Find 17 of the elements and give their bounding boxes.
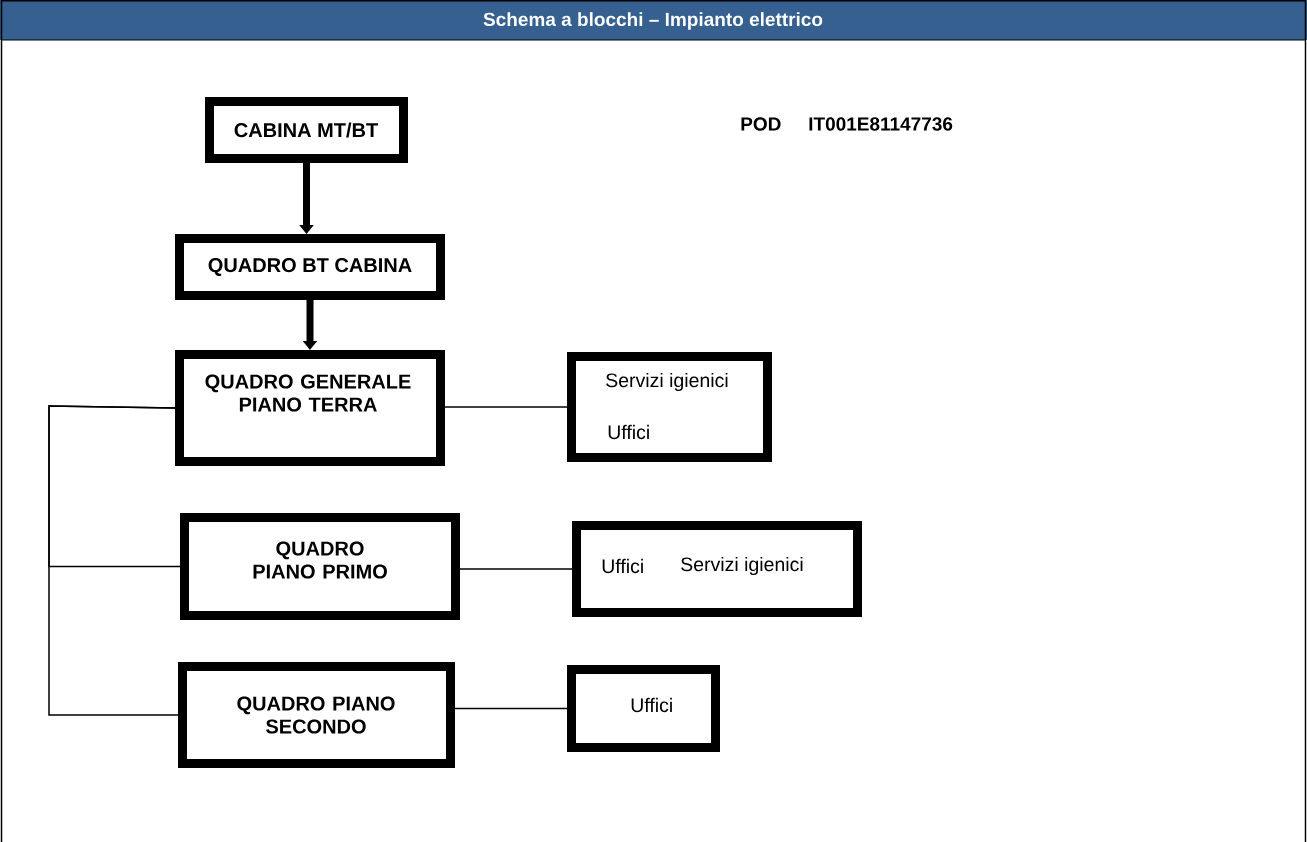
box-text: Uffici: [602, 558, 643, 574]
box-text: QUADRO PIANO SECONDO: [237, 696, 395, 734]
connector: [454, 707, 568, 710]
connector: [444, 406, 568, 408]
box-text: Servizi igienici: [606, 372, 728, 392]
label: POD: [741, 117, 781, 131]
connector: [48, 405, 179, 716]
box-text: Servizi igienici: [681, 556, 803, 576]
box-text: Uffici: [631, 697, 672, 713]
box-text: CABINA MT/BT: [234, 122, 378, 138]
connector: [459, 568, 573, 570]
box-text: QUADRO GENERALE PIANO TERRA: [205, 374, 411, 412]
box-text: QUADRO BT CABINA: [208, 258, 412, 276]
box-text: Uffici: [608, 424, 649, 440]
title: Schema a blocchi – Impianto elettrico: [483, 12, 823, 30]
box-text: QUADRO PIANO PRIMO: [253, 541, 387, 579]
label: IT001E81147736: [809, 117, 953, 131]
